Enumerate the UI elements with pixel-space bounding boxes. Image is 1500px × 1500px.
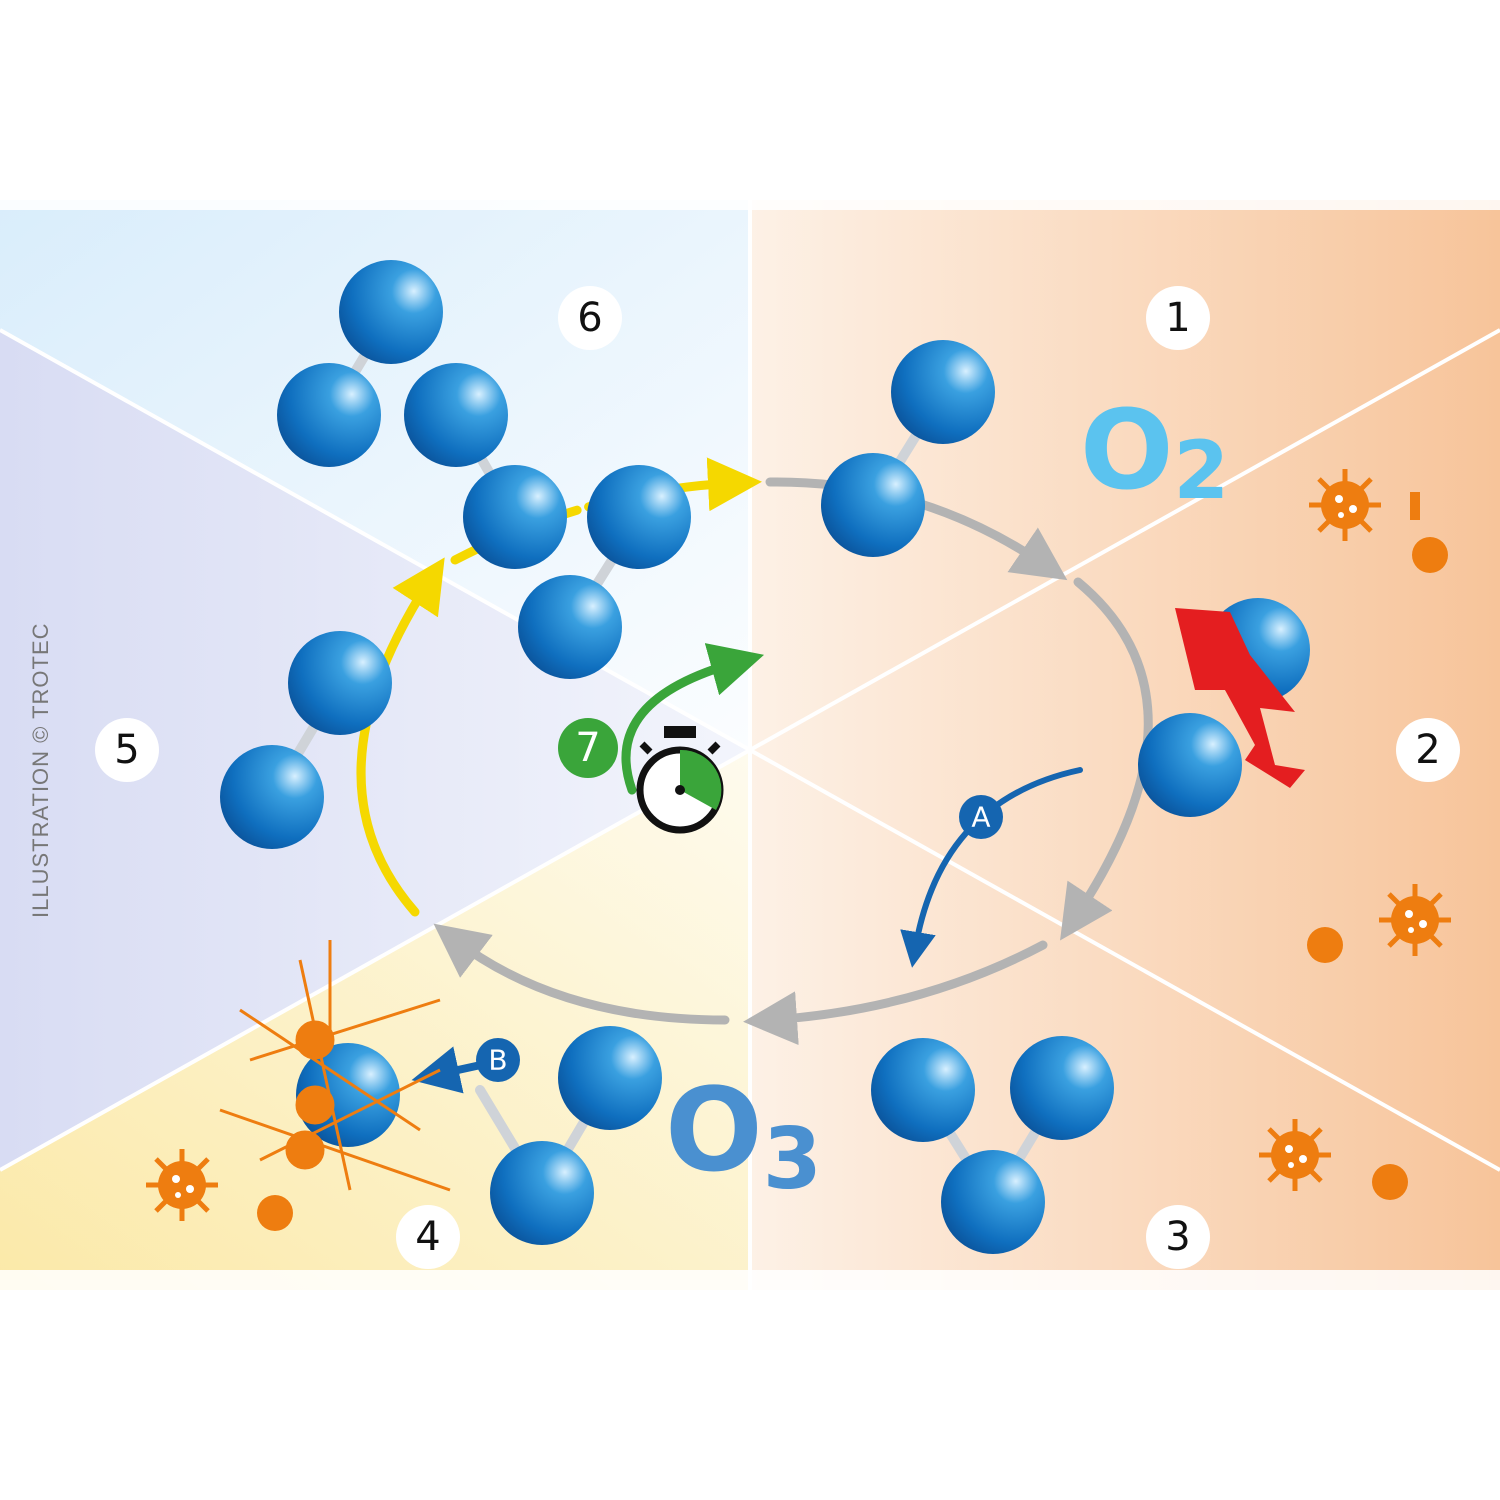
bacteria-fragment-icon [1410, 492, 1420, 520]
bacteria-burst-icon [219, 940, 451, 1192]
illustration-credit: ILLUSTRATION © TROTEC [28, 622, 53, 918]
step-3-label: 3 [1165, 1214, 1190, 1260]
marker-a-label: A [971, 801, 990, 834]
step-7-label: 7 [575, 725, 600, 771]
oxygen-atom [558, 1026, 662, 1130]
arrow-2-to-3 [1060, 577, 1153, 941]
bacteria-icon [1309, 469, 1381, 541]
oxygen-atom [941, 1150, 1045, 1254]
o2-formula: O2 [1080, 386, 1229, 517]
bacteria-icon [146, 1149, 218, 1221]
step-4-label: 4 [415, 1214, 440, 1260]
oxygen-atom [404, 363, 508, 467]
step-2-label: 2 [1415, 727, 1440, 773]
arrow-7-decay [621, 643, 765, 795]
arrow-5-to-6 [356, 557, 445, 917]
oxygen-atom [871, 1038, 975, 1142]
oxygen-atom [463, 465, 567, 569]
oxygen-atom [518, 575, 622, 679]
oxygen-atom [1138, 713, 1242, 817]
arrow-3-to-4 [743, 940, 1048, 1046]
bacteria-spore-icon [257, 1195, 293, 1231]
bacteria-icon [1259, 1119, 1331, 1191]
bacteria-spore-icon [1307, 927, 1343, 963]
stopwatch-icon [636, 726, 724, 834]
step-1-label: 1 [1165, 295, 1190, 341]
cycle-arrows [356, 457, 1153, 1094]
step-5-label: 5 [114, 727, 139, 773]
bacteria-icon [1379, 884, 1451, 956]
oxygen-atom [220, 745, 324, 849]
oxygen-atom [821, 453, 925, 557]
bacteria-spore-icon [1372, 1164, 1408, 1200]
oxygen-atom [339, 260, 443, 364]
step-labels: 1 2 3 4 5 6 7 A B [95, 286, 1460, 1269]
molecules [220, 260, 1310, 1254]
bacteria-spore-icon [1412, 537, 1448, 573]
marker-b-label: B [488, 1044, 507, 1077]
o3-formula: O3 [665, 1064, 822, 1209]
arrow-4-to-5 [433, 923, 730, 1025]
oxygen-atom [277, 363, 381, 467]
bacteria-group [146, 469, 1451, 1231]
step-6-label: 6 [577, 295, 602, 341]
oxygen-atom [1010, 1036, 1114, 1140]
oxygen-atom [288, 631, 392, 735]
oxygen-atom [587, 465, 691, 569]
lightning-icon [1175, 608, 1305, 788]
oxygen-atom [891, 340, 995, 444]
oxygen-atom [490, 1141, 594, 1245]
